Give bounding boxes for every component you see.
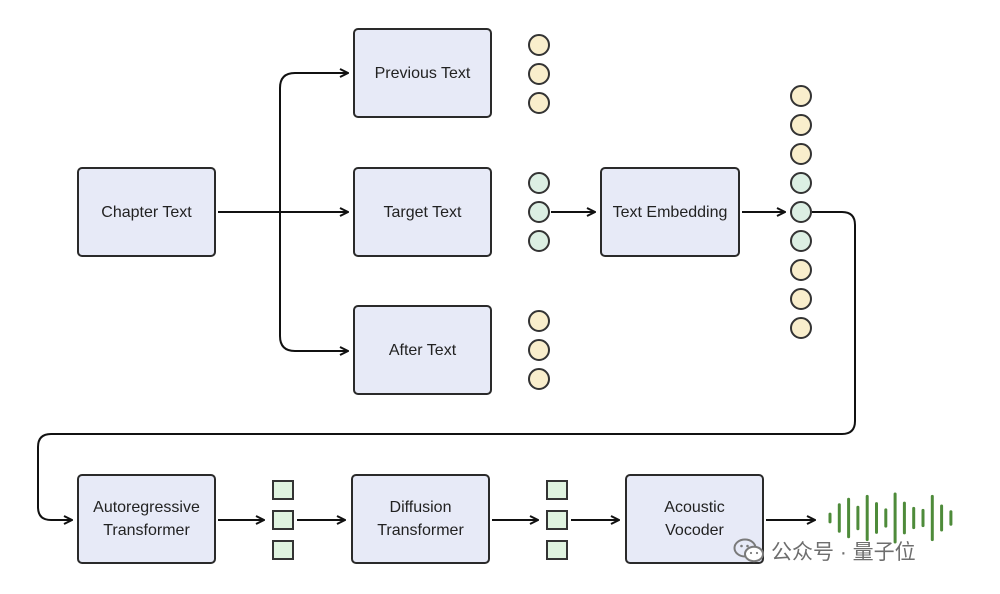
target-text-box: Target Text <box>353 167 492 257</box>
audio-waveform <box>828 492 953 544</box>
acoustic-vocoder-box: Acoustic Vocoder <box>625 474 764 564</box>
latent-token <box>546 510 568 530</box>
wechat-icon <box>733 538 764 563</box>
target-text-label: Target Text <box>383 203 462 221</box>
token-circle-yellow <box>528 92 550 114</box>
token-circle-green <box>528 230 550 252</box>
after-text-box: After Text <box>353 305 492 395</box>
previous-text-label: Previous Text <box>374 64 471 82</box>
token-circle-yellow <box>528 63 550 85</box>
token-circle-yellow <box>528 34 550 56</box>
previous-text-box: Previous Text <box>353 28 492 118</box>
arrow-to-previous-text <box>279 73 348 212</box>
autoregressive-transformer-box: Autoregressive Transformer <box>77 474 216 564</box>
token-circle-green <box>790 172 812 194</box>
diffusion-transformer-label: Diffusion Transformer <box>377 499 464 539</box>
text-embedding-box: Text Embedding <box>600 167 740 257</box>
diffusion-transformer-box: Diffusion Transformer <box>351 474 490 564</box>
token-circle-yellow <box>790 85 812 107</box>
token-circle-yellow <box>528 310 550 332</box>
token-circle-yellow <box>790 288 812 310</box>
latent-token <box>272 540 294 560</box>
chapter-text-box: Chapter Text <box>77 167 216 257</box>
token-circle-yellow <box>790 259 812 281</box>
autoregressive-transformer-label: Autoregressive Transformer <box>93 499 200 539</box>
token-circle-yellow <box>790 114 812 136</box>
token-circle-green <box>528 172 550 194</box>
chapter-text-label: Chapter Text <box>101 203 192 221</box>
token-circle-green <box>790 230 812 252</box>
arrow-to-after-text <box>279 212 348 351</box>
latent-token <box>272 480 294 500</box>
token-circle-yellow <box>528 339 550 361</box>
latent-token <box>272 510 294 530</box>
token-circle-yellow <box>790 317 812 339</box>
latent-token <box>546 540 568 560</box>
acoustic-vocoder-label: Acoustic Vocoder <box>664 499 725 539</box>
arrow-loop-to-autoregressive <box>37 211 856 520</box>
token-circle-green <box>528 201 550 223</box>
latent-token <box>546 480 568 500</box>
token-circle-green <box>790 201 812 223</box>
token-circle-yellow <box>528 368 550 390</box>
after-text-label: After Text <box>388 341 457 359</box>
text-embedding-label: Text Embedding <box>612 203 728 221</box>
token-circle-yellow <box>790 143 812 165</box>
watermark: 公众号 · 量子位 <box>733 536 916 566</box>
watermark-text: 公众号 · 量子位 <box>771 541 916 564</box>
